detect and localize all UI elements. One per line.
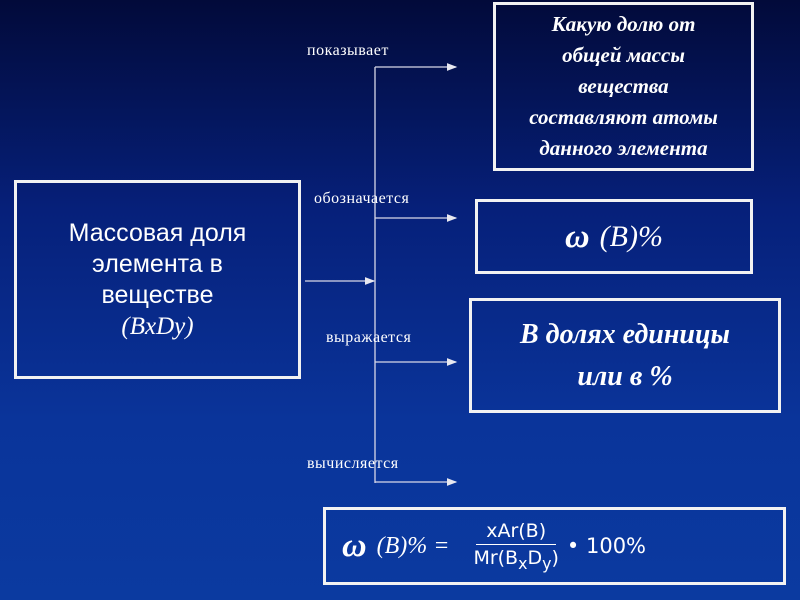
fraction: xAr(B) Mr(BxDy): [473, 520, 558, 573]
omega-symbol: ω: [565, 217, 590, 255]
multiplier: • 100%: [566, 534, 647, 558]
omega-text: (B)%: [599, 219, 663, 253]
denominator: Mr(BxDy): [473, 546, 559, 573]
mass-fraction-box: Массовая доля элемента в веществе (BxDy): [14, 180, 301, 379]
label-shows: показывает: [307, 42, 389, 59]
label-denoted: обозначается: [314, 190, 410, 207]
formula-box: ω (B)% = xAr(B) Mr(BxDy) • 100%: [323, 507, 786, 585]
omega-box: ω (B)%: [475, 199, 753, 274]
units-line1: В долях единицы: [520, 318, 730, 350]
shows-line: Какую долю от: [551, 12, 696, 36]
shows-box: Какую долю от общей массы вещества соста…: [493, 2, 754, 171]
label-calculated: вычисляется: [307, 455, 399, 472]
units-box: В долях единицы или в %: [469, 298, 781, 413]
shows-line: общей массы: [562, 43, 685, 67]
shows-line: составляют атомы: [529, 105, 718, 129]
main-line1: Массовая доля: [68, 218, 247, 247]
formula-lhs: (B)% =: [376, 532, 450, 559]
numerator: xAr(B): [476, 520, 557, 545]
main-line2: элемента в: [92, 249, 223, 278]
formula-omega: ω: [342, 527, 367, 564]
label-expressed: выражается: [326, 329, 412, 346]
units-line2: или в %: [577, 360, 673, 392]
shows-line: данного элемента: [539, 136, 708, 160]
main-line3: веществе: [101, 280, 214, 309]
shows-line: вещества: [578, 74, 669, 98]
main-formula: (BxDy): [121, 312, 194, 340]
